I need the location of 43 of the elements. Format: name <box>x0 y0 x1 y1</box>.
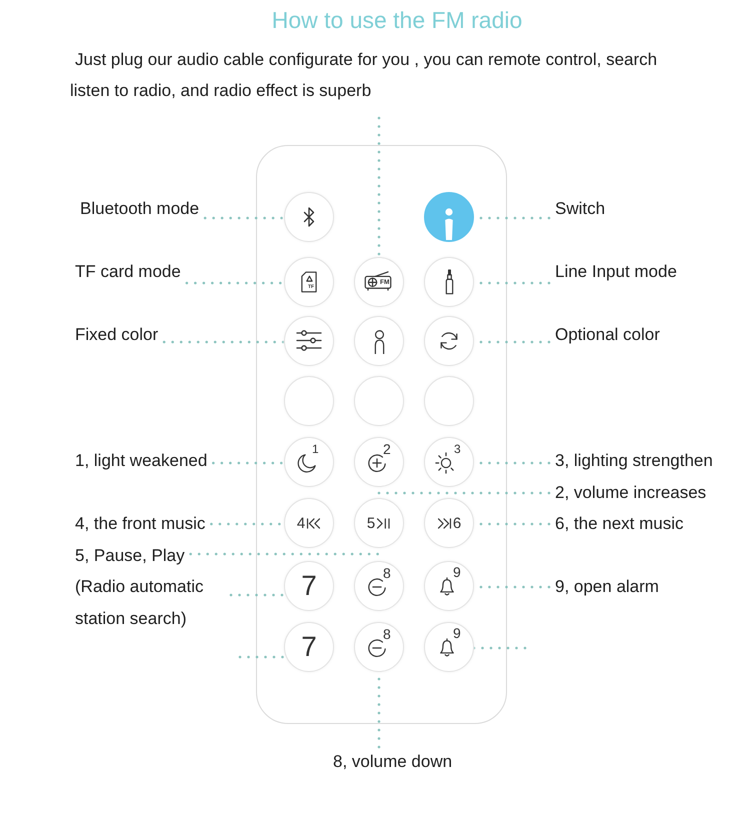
callout-label: 6, the next music <box>555 513 684 535</box>
leader-line <box>378 116 380 258</box>
callout-label: 9, open alarm <box>555 576 659 598</box>
remote-control-body <box>256 145 507 724</box>
callout-label: Line Input mode <box>555 261 677 283</box>
callout-label: Switch <box>555 198 606 220</box>
remote-button <box>284 316 334 366</box>
remote-button <box>424 192 474 242</box>
remote-button: 4 <box>284 498 334 548</box>
remote-button <box>424 316 474 366</box>
remote-button: 1 <box>284 437 334 487</box>
remote-button: 6 <box>424 498 474 548</box>
callout-label: 8, volume down <box>333 751 452 773</box>
remote-button <box>354 376 404 426</box>
remote-button: 7 <box>284 622 334 672</box>
callout-label: 4, the front music <box>75 513 206 535</box>
remote-button: 9 <box>424 561 474 611</box>
callout-label: 3, lighting strengthen <box>555 450 713 472</box>
callout-label: (Radio automatic station search) <box>75 571 225 635</box>
callout-label: Fixed color <box>75 324 158 346</box>
callout-label: Optional color <box>555 324 660 346</box>
remote-button <box>424 257 474 307</box>
callout-label: Bluetooth mode <box>80 198 200 220</box>
remote-button: 7 <box>284 561 334 611</box>
leader-line <box>212 462 286 464</box>
remote-button <box>354 316 404 366</box>
callout-label: 2, volume increases <box>555 482 706 504</box>
leader-line <box>162 340 286 344</box>
remote-button <box>424 376 474 426</box>
title: How to use the FM radio <box>272 7 522 34</box>
callout-label: 1, light weakened <box>75 450 208 472</box>
callout-label: 5, Pause, Play <box>75 545 185 567</box>
remote-button: 8 <box>354 561 404 611</box>
intro-text: Just plug our audio cable configurate for you , you can remote control, search listen to radio, and radio effect is superb <box>70 49 658 102</box>
remote-button: 5 <box>354 498 404 548</box>
leader-line <box>472 646 526 650</box>
remote-button: 3 <box>424 437 474 487</box>
remote-button: 9 <box>424 622 474 672</box>
callout-label: TF card mode <box>75 261 181 283</box>
remote-button <box>284 376 334 426</box>
remote-button: 8 <box>354 622 404 672</box>
remote-button: 2 <box>354 437 404 487</box>
leader-line <box>204 216 286 220</box>
